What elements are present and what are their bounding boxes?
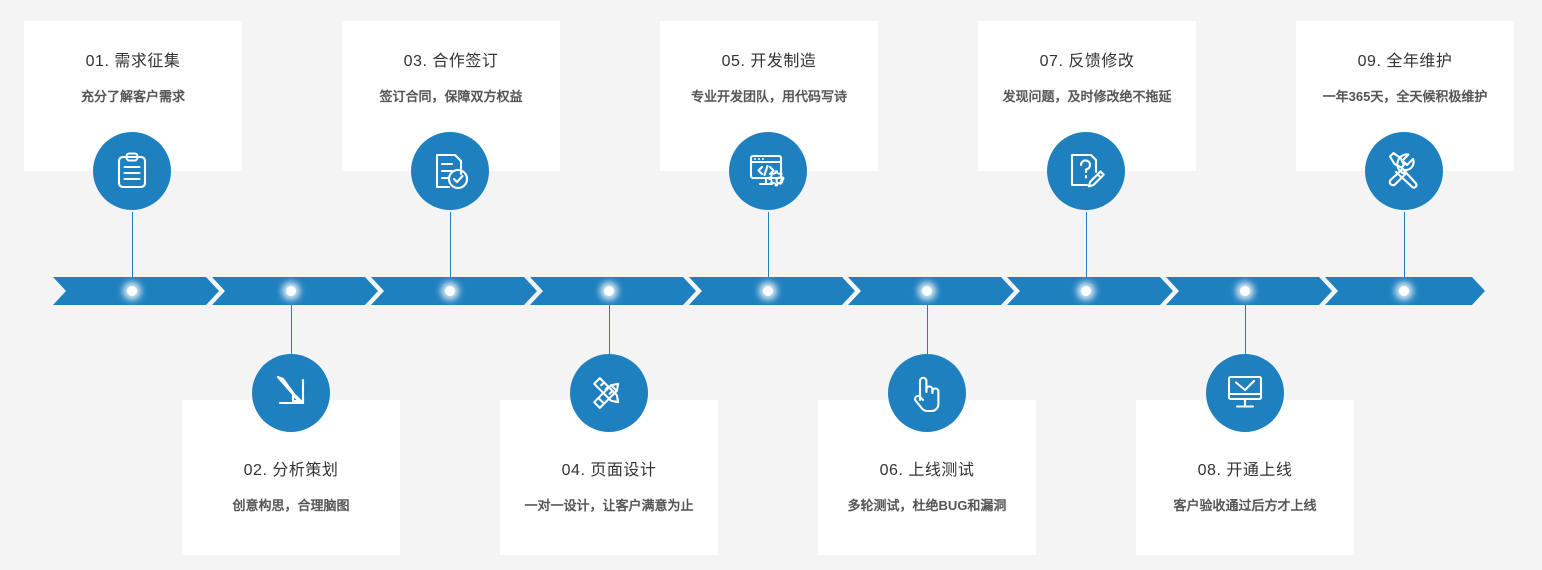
step-subtitle: 签订合同，保障双方权益 (379, 89, 523, 104)
connector-step-2 (291, 304, 292, 354)
timeline-node-7 (1081, 286, 1091, 296)
tapping-hand-icon (888, 354, 966, 432)
step-title: 05. 开发制造 (721, 53, 817, 70)
step-subtitle: 客户验收通过后方才上线 (1173, 498, 1317, 513)
step-title: 04. 页面设计 (561, 462, 657, 479)
connector-step-6 (927, 304, 928, 354)
step-title: 06. 上线测试 (879, 462, 975, 479)
connector-step-4 (609, 304, 610, 354)
step-subtitle: 专业开发团队，用代码写诗 (690, 89, 847, 104)
connector-step-8 (1245, 304, 1246, 354)
monitor-check-icon (1206, 354, 1284, 432)
clipboard-icon (93, 132, 171, 210)
step-card-05[interactable]: 05. 开发制造 专业开发团队，用代码写诗 (660, 21, 878, 171)
step-subtitle: 创意构思，合理脑图 (232, 498, 350, 513)
step-title: 07. 反馈修改 (1039, 53, 1135, 70)
step-title: 01. 需求征集 (85, 53, 181, 70)
connector-step-5 (768, 212, 769, 278)
connector-step-3 (450, 212, 451, 278)
timeline-node-6 (922, 286, 932, 296)
step-title: 02. 分析策划 (243, 462, 339, 479)
timeline-node-5 (763, 286, 773, 296)
step-title: 09. 全年维护 (1357, 53, 1453, 70)
wrench-screwdriver-icon (1365, 132, 1443, 210)
step-title: 08. 开通上线 (1197, 462, 1293, 479)
timeline-node-8 (1240, 286, 1250, 296)
connector-step-7 (1086, 212, 1087, 278)
step-card-03[interactable]: 03. 合作签订 签订合同，保障双方权益 (342, 21, 560, 171)
connector-step-1 (132, 212, 133, 278)
pencil-arrow-icon (252, 354, 330, 432)
connector-step-9 (1404, 212, 1405, 278)
timeline-node-1 (127, 286, 137, 296)
step-subtitle: 多轮测试，杜绝BUG和漏洞 (847, 498, 1007, 513)
step-subtitle: 充分了解客户需求 (80, 89, 185, 104)
pencil-ruler-icon (570, 354, 648, 432)
step-title: 03. 合作签订 (403, 53, 499, 70)
timeline-node-3 (445, 286, 455, 296)
question-page-pencil-icon (1047, 132, 1125, 210)
step-subtitle: 发现问题，及时修改绝不拖延 (1002, 89, 1172, 104)
step-subtitle: 一年365天，全天候积极维护 (1322, 89, 1488, 104)
timeline-node-4 (604, 286, 614, 296)
document-check-icon (411, 132, 489, 210)
code-window-gear-icon (729, 132, 807, 210)
step-subtitle: 一对一设计，让客户满意为止 (524, 498, 694, 513)
timeline-node-9 (1399, 286, 1409, 296)
timeline-node-2 (286, 286, 296, 296)
